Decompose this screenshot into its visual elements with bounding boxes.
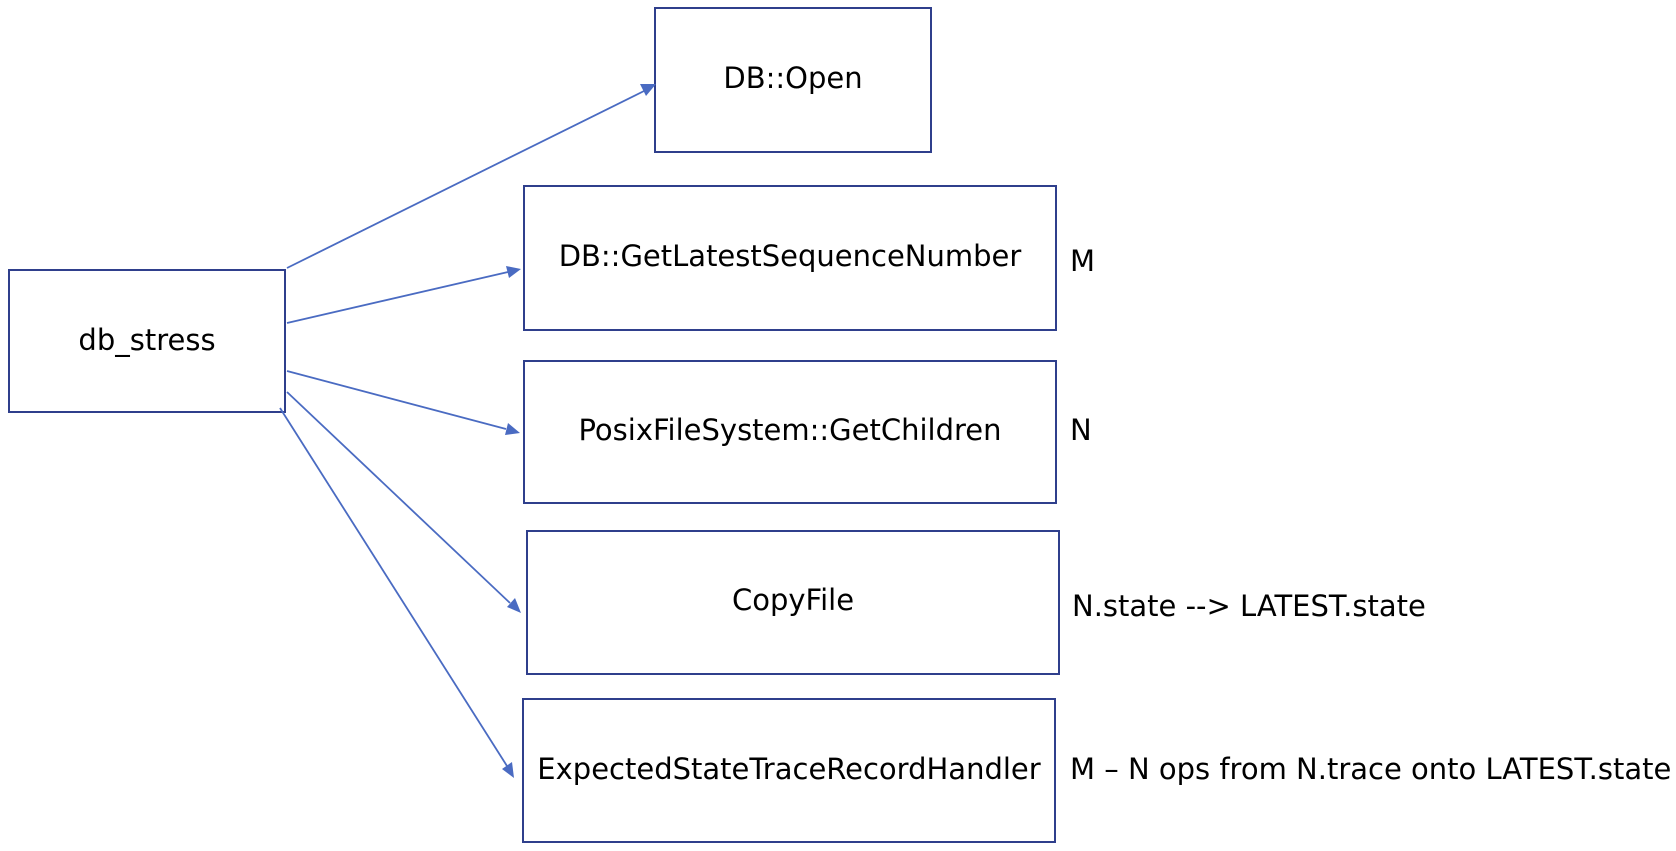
edge-to-get-latest-sequence-number xyxy=(286,266,521,324)
note-n: N xyxy=(1070,413,1092,447)
node-get-children: PosixFileSystem::GetChildren xyxy=(523,360,1057,504)
edge-to-db-open xyxy=(286,84,656,269)
node-trace-record-handler-label: ExpectedStateTraceRecordHandler xyxy=(537,752,1040,786)
note-copy-mapping: N.state --> LATEST.state xyxy=(1072,589,1426,623)
node-trace-record-handler: ExpectedStateTraceRecordHandler xyxy=(522,698,1056,843)
node-db-stress-label: db_stress xyxy=(78,323,215,357)
arrowhead-icon xyxy=(502,762,514,778)
edge-to-trace-record-handler xyxy=(279,407,514,778)
node-db-open: DB::Open xyxy=(654,7,932,153)
arrowhead-icon xyxy=(505,423,520,435)
node-db-stress: db_stress xyxy=(8,269,286,413)
note-ops-replay: M – N ops from N.trace onto LATEST.state xyxy=(1070,752,1671,786)
arrowhead-icon xyxy=(640,84,656,96)
node-get-children-label: PosixFileSystem::GetChildren xyxy=(578,413,1001,447)
note-m: M xyxy=(1070,244,1095,278)
edge-to-copy-file xyxy=(286,391,521,613)
arrowhead-icon xyxy=(507,598,521,613)
edge-to-get-children xyxy=(286,370,520,435)
node-copy-file-label: CopyFile xyxy=(732,583,854,617)
node-get-latest-sequence-number-label: DB::GetLatestSequenceNumber xyxy=(559,239,1022,273)
arrowhead-icon xyxy=(506,266,521,278)
node-get-latest-sequence-number: DB::GetLatestSequenceNumber xyxy=(523,185,1057,331)
node-db-open-label: DB::Open xyxy=(723,61,862,95)
node-copy-file: CopyFile xyxy=(526,530,1060,675)
